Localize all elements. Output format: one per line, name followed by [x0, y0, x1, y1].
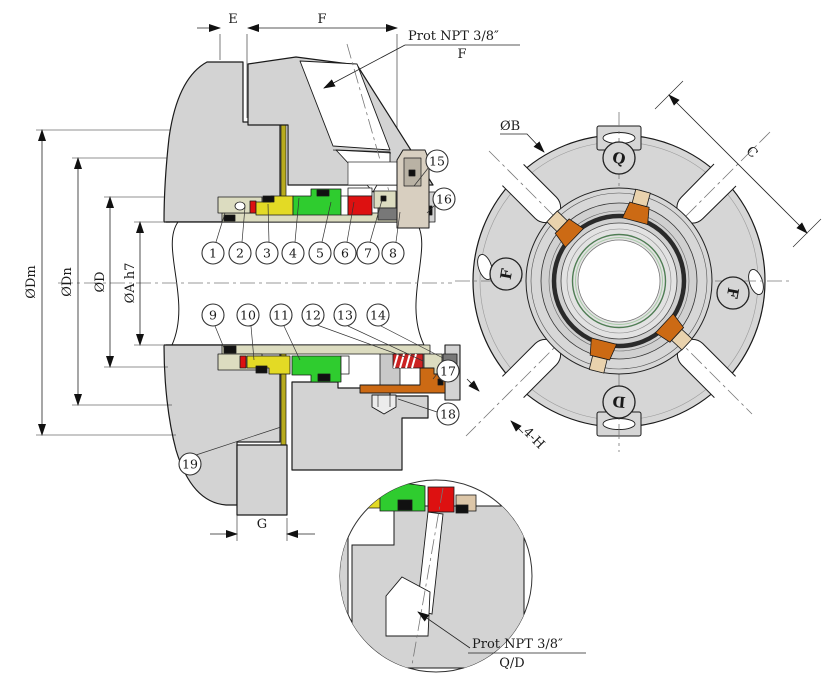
callout-13-number: 13: [337, 308, 353, 323]
shaft-break-right: [415, 221, 425, 346]
callout-10: 10: [236, 303, 260, 361]
dimension-lines-left: [36, 129, 176, 436]
callout-3: 3: [255, 203, 279, 265]
detail-gasket: [330, 540, 335, 588]
callout-9-number: 9: [209, 308, 217, 323]
seat-red-lower: [239, 355, 247, 369]
sleeve-oring-inner: [575, 237, 663, 325]
sleeve-oring-outer: [571, 233, 667, 329]
callout-1-number: 1: [209, 246, 217, 261]
dim-phi-dm: ØDm: [24, 265, 39, 298]
callout-9: 9: [201, 303, 225, 349]
callout-18: 18: [397, 398, 460, 426]
callout-7: 7: [356, 199, 383, 265]
port-letter-q: Q: [611, 148, 628, 168]
callout-8-number: 8: [389, 246, 397, 261]
dim-e: E: [228, 12, 238, 27]
bellows-lower: [291, 355, 342, 383]
dimension-slots: [466, 378, 524, 434]
shaft-bore: [577, 239, 661, 323]
dim-slots: 4-H: [520, 425, 548, 453]
shaft-break-left: [171, 221, 180, 346]
dim-phi-dn: ØDn: [60, 267, 75, 297]
port-letter-f-left: F: [497, 267, 517, 281]
callout-14-number: 14: [370, 308, 386, 323]
callout-16: 16: [426, 187, 456, 214]
callout-4-number: 4: [289, 246, 297, 261]
top-port-note: Prot NPT 3/8″ F: [323, 29, 520, 89]
callout-15-number: 15: [429, 154, 445, 169]
seal-stack-upper: [217, 149, 436, 229]
detail-port-note: Prot NPT 3/8″ Q/D: [417, 611, 586, 671]
detail-port-axis: [411, 487, 444, 666]
callout-17-number: 17: [440, 364, 456, 379]
callout-11: 11: [269, 303, 301, 361]
detail-port-letters: Q/D: [499, 656, 524, 671]
callout-19: 19: [178, 426, 282, 476]
cross-section-view: ØDm ØDn ØD ØA h7 E F Prot NPT 3/8″ F G: [24, 12, 520, 541]
callout-13: 13: [333, 303, 424, 362]
port-letter-d: D: [612, 392, 627, 411]
callout-6-number: 6: [341, 246, 349, 261]
dimension-g: [210, 508, 315, 541]
callout-2-number: 2: [236, 246, 244, 261]
callout-17: 17: [432, 359, 460, 383]
detail-left-wall: [340, 517, 349, 646]
callout-18-number: 18: [440, 407, 456, 422]
seal-rings: [525, 187, 713, 375]
callout-12: 12: [301, 303, 406, 358]
gland-nose: [236, 444, 288, 516]
ring-red-upper: [347, 195, 373, 216]
callout-8: 8: [381, 211, 405, 265]
callout-3-number: 3: [263, 246, 271, 261]
callout-6: 6: [333, 201, 357, 265]
detail-view: Prot NPT 3/8″ Q/D: [330, 479, 586, 673]
dim-phi-d: ØD: [93, 271, 108, 292]
dim-c: C: [743, 144, 761, 162]
callout-12-number: 12: [305, 308, 321, 323]
callout-2: 2: [228, 206, 252, 265]
callout-1: 1: [201, 212, 226, 265]
set-screws: [546, 188, 693, 374]
spring-pocket: [347, 161, 403, 186]
callout-10-number: 10: [240, 308, 256, 323]
detail-port-note-text: Prot NPT 3/8″: [472, 637, 563, 652]
gland-lower: [291, 381, 429, 471]
left-oval-hole: [477, 254, 493, 280]
end-view: Q F F D ØB C 4-H: [455, 80, 822, 453]
port-letter-f-right: F: [723, 286, 743, 300]
callout-5-number: 5: [316, 246, 324, 261]
callout-14: 14: [366, 303, 444, 359]
clamp-ring-orange: [359, 367, 446, 394]
rotary-face-lower: [246, 355, 291, 375]
callout-11-number: 11: [273, 308, 289, 323]
dim-g: G: [257, 517, 267, 532]
dimension-phi-b: ØB: [500, 119, 545, 153]
top-port-letter: F: [457, 47, 466, 62]
dim-phi-b: ØB: [500, 119, 520, 134]
dimension-c: [654, 80, 822, 248]
dim-phi-a-h7: ØA h7: [123, 263, 138, 304]
callout-16-number: 16: [436, 192, 452, 207]
top-port-note-text: Prot NPT 3/8″: [408, 29, 499, 44]
port-letter-markers: Q F F D: [489, 141, 750, 419]
spring: [392, 353, 424, 369]
collar-ring: [551, 213, 687, 349]
callout-15: 15: [413, 149, 449, 187]
shaft-sleeve-lower: [221, 344, 431, 355]
right-oval-hole: [748, 269, 764, 295]
flush-port-channel: [299, 60, 391, 151]
callout-19-number: 19: [182, 457, 198, 472]
callout-5: 5: [308, 201, 332, 265]
callouts: 1 2 3 4 5 6 7 8 9 10 11 12 13 14 15 16 1…: [178, 149, 460, 476]
seat-red-upper: [249, 200, 257, 214]
callout-4: 4: [281, 197, 305, 265]
callout-7-number: 7: [364, 246, 372, 261]
dim-f: F: [317, 12, 326, 27]
gland-bolt-hex: [371, 394, 397, 415]
